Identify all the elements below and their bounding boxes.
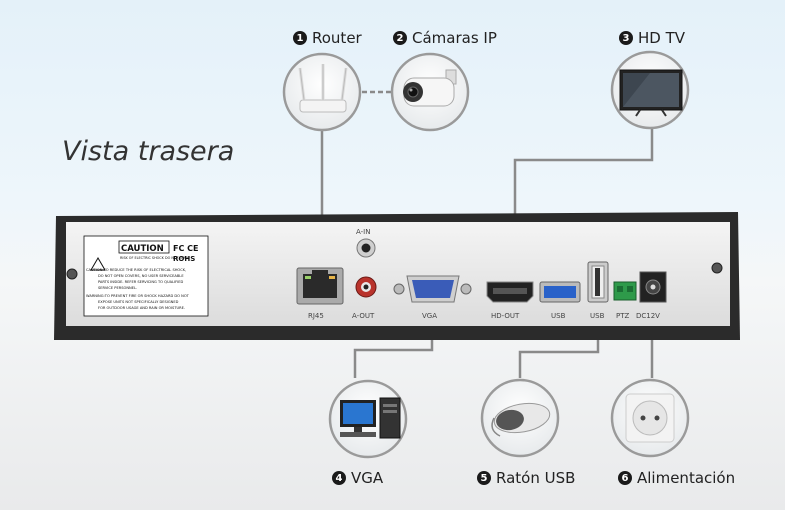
rohs-mark: ROHS xyxy=(173,255,195,263)
svg-text:SERVICE PERSONNEL.: SERVICE PERSONNEL. xyxy=(98,286,137,290)
audio-ports: A-IN A-OUT xyxy=(352,228,377,320)
rj45-label: RJ45 xyxy=(308,312,324,320)
usb-port-vertical: USB xyxy=(587,261,609,320)
usb-port-blue: USB xyxy=(539,281,581,320)
svg-text:FOR OUTDOOR USAGE AND RAIN OR: FOR OUTDOOR USAGE AND RAIN OR MOISTURE. xyxy=(98,306,185,310)
fcc-ce-mark: FC CE xyxy=(173,244,198,253)
audio-out-label: A-OUT xyxy=(352,312,375,320)
caution-heading: CAUTION xyxy=(121,244,164,254)
mouse-icon xyxy=(491,402,551,437)
ip-camera-icon xyxy=(403,69,457,107)
svg-text:PARTS INSIDE. REFER SERVICING: PARTS INSIDE. REFER SERVICING TO QUALIFI… xyxy=(98,280,184,284)
ptz-terminal: PTZ xyxy=(613,281,637,320)
tv-bubble xyxy=(610,50,690,130)
svg-text:WARNING:TO PREVENT FIRE OR SHO: WARNING:TO PREVENT FIRE OR SHOCK HAZARD … xyxy=(86,294,190,298)
svg-text:DO NOT OPEN COVERS, NO USER SE: DO NOT OPEN COVERS, NO USER SERVICEABLE xyxy=(98,274,184,278)
computer-icon xyxy=(340,397,401,439)
tv-icon xyxy=(619,69,683,117)
hdmi-port: HD-OUT xyxy=(486,281,534,320)
ptz-label: PTZ xyxy=(616,312,629,320)
caution-sub: RISK OF ELECTRIC SHOCK DO NOT OPEN xyxy=(120,256,190,260)
caution-panel: CAUTION FC CE ROHS RISK OF ELECTRIC SHOC… xyxy=(83,235,209,317)
vga-bubble xyxy=(328,379,408,459)
hdmi-label: HD-OUT xyxy=(491,312,520,320)
mouse-bubble xyxy=(480,378,560,458)
router-bubble xyxy=(282,52,362,132)
power-bubble xyxy=(610,378,690,458)
dc-power-port: DC12V xyxy=(636,271,667,320)
usb-label-1: USB xyxy=(551,312,566,320)
audio-in-label: A-IN xyxy=(356,228,370,236)
usb-label-2: USB xyxy=(590,312,605,320)
vga-port: VGA xyxy=(393,275,472,320)
router-icon xyxy=(298,64,348,113)
svg-text:EXPOSE UNITS NOT SPECIFICALLY: EXPOSE UNITS NOT SPECIFICALLY DESIGNED xyxy=(98,300,179,304)
dc-label: DC12V xyxy=(636,312,660,320)
svg-text:CAUTION:TO REDUCE THE RISK OF: CAUTION:TO REDUCE THE RISK OF ELECTRICAL… xyxy=(86,268,186,272)
camera-bubble xyxy=(390,52,470,132)
view-title: Vista trasera xyxy=(62,136,235,167)
vga-port-label: VGA xyxy=(422,312,437,320)
power-outlet-icon xyxy=(625,393,675,443)
rj45-port: RJ45 xyxy=(296,267,344,320)
